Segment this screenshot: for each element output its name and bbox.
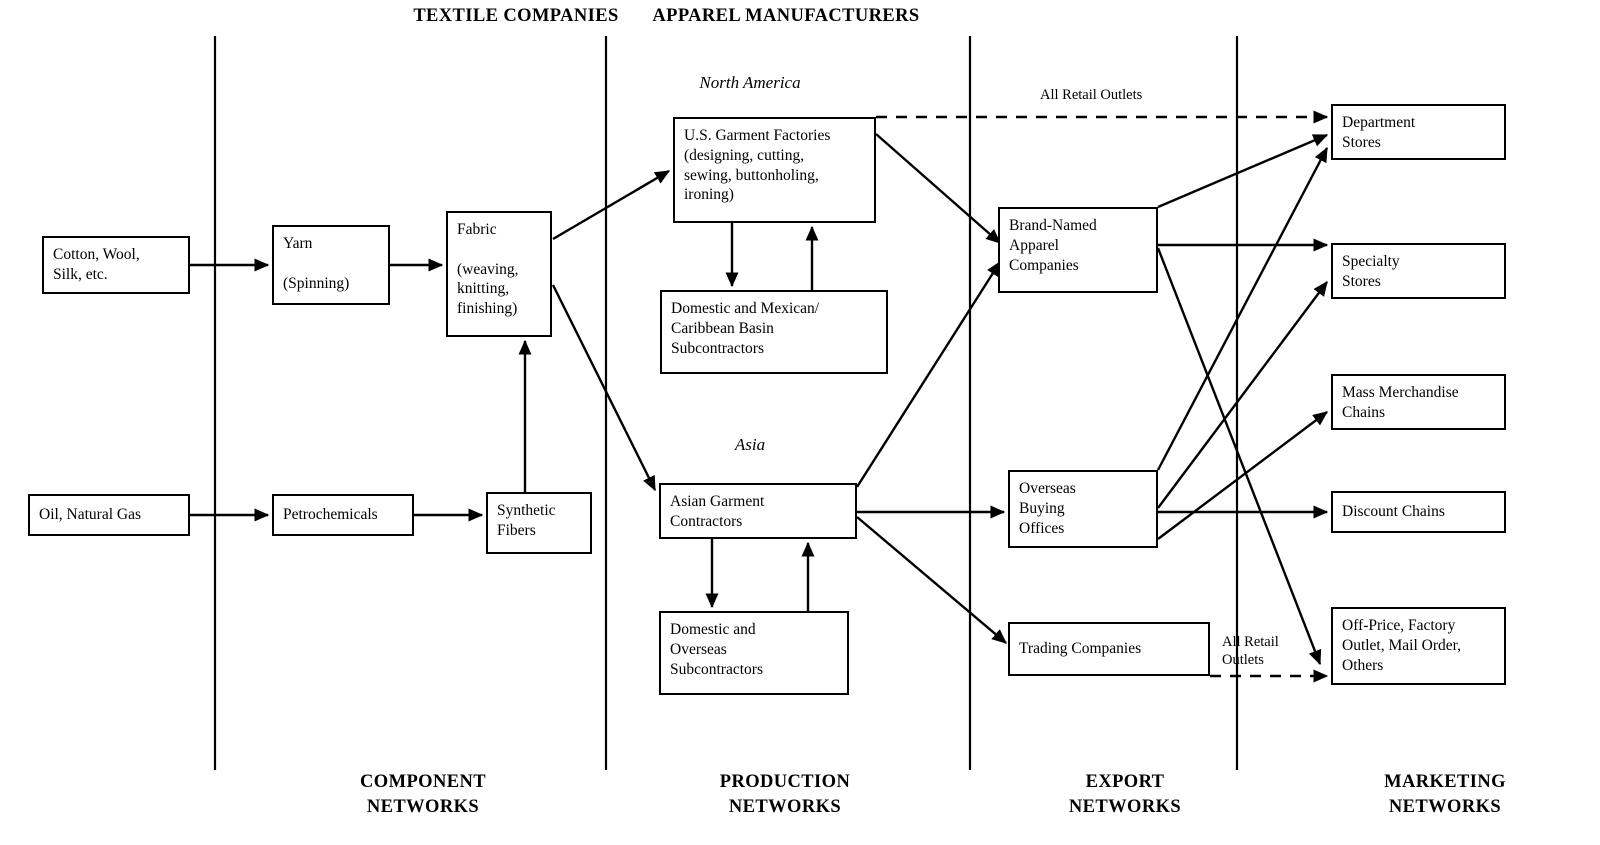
edge-label-all-retail-outlets-bottom: All Retail Outlets	[1222, 634, 1279, 669]
node-yarn-spinning[interactable]: Yarn (Spinning)	[272, 225, 390, 305]
node-fabric[interactable]: Fabric (weaving, knitting, finishing)	[446, 211, 552, 337]
node-mass-merchandise-chains[interactable]: Mass Merchandise Chains	[1331, 374, 1506, 430]
node-label: Trading Companies	[1019, 640, 1142, 657]
node-label: U.S. Garment Factories (designing, cutti…	[684, 127, 831, 204]
node-label: Brand-Named Apparel Companies	[1009, 217, 1097, 274]
node-label: Cotton, Wool, Silk, etc.	[53, 246, 140, 283]
node-oil-natural-gas[interactable]: Oil, Natural Gas	[28, 494, 190, 536]
edge-us-garment-to-brand	[875, 133, 1001, 244]
node-specialty-stores[interactable]: Specialty Stores	[1331, 243, 1506, 299]
node-label: Overseas Buying Offices	[1019, 480, 1076, 537]
node-trading-companies[interactable]: Trading Companies	[1008, 622, 1210, 676]
node-cotton-wool-silk[interactable]: Cotton, Wool, Silk, etc.	[42, 236, 190, 294]
node-label: Yarn (Spinning)	[283, 235, 350, 292]
edge-fabric-to-us-garment	[552, 169, 671, 241]
node-brand-named-apparel-companies[interactable]: Brand-Named Apparel Companies	[998, 207, 1158, 293]
node-label: Mass Merchandise Chains	[1342, 384, 1459, 421]
node-domestic-overseas-subcontractors[interactable]: Domestic and Overseas Subcontractors	[659, 611, 849, 695]
node-department-stores[interactable]: Department Stores	[1331, 104, 1506, 160]
edge-overseas-to-specialty-stores	[1157, 281, 1328, 509]
node-us-garment-factories[interactable]: U.S. Garment Factories (designing, cutti…	[673, 117, 876, 223]
footer-marketing-networks: MARKETING NETWORKS	[1384, 772, 1506, 817]
node-overseas-buying-offices[interactable]: Overseas Buying Offices	[1008, 470, 1158, 548]
region-label-asia: Asia	[734, 435, 766, 454]
edge-fabric-to-asian-garment	[551, 284, 657, 492]
node-discount-chains[interactable]: Discount Chains	[1331, 491, 1506, 533]
header-apparel-manufacturers: APPAREL MANUFACTURERS	[652, 6, 920, 26]
edge-overseas-to-mass-merchandise	[1157, 411, 1328, 540]
node-synthetic-fibers[interactable]: Synthetic Fibers	[486, 492, 592, 554]
edge-asian-to-brand	[855, 260, 1002, 488]
node-label: Petrochemicals	[283, 506, 378, 523]
node-label: Fabric (weaving, knitting, finishing)	[457, 221, 519, 318]
node-asian-garment-contractors[interactable]: Asian Garment Contractors	[659, 483, 857, 539]
node-label: Discount Chains	[1342, 503, 1445, 520]
node-domestic-mexican-caribbean-subcontractors[interactable]: Domestic and Mexican/ Caribbean Basin Su…	[660, 290, 888, 374]
footer-production-networks: PRODUCTION NETWORKS	[719, 772, 851, 817]
edge-label-all-retail-outlets-top: All Retail Outlets	[1040, 87, 1143, 103]
edge-asian-to-trading	[856, 516, 1007, 644]
node-petrochemicals[interactable]: Petrochemicals	[272, 494, 414, 536]
node-label: Synthetic Fibers	[497, 502, 556, 539]
footer-export-networks: EXPORT NETWORKS	[1068, 772, 1182, 817]
node-label: Oil, Natural Gas	[39, 506, 142, 523]
node-label: Domestic and Overseas Subcontractors	[670, 621, 763, 678]
edge-overseas-to-department-stores	[1156, 146, 1329, 471]
node-off-price-factory-outlet[interactable]: Off-Price, Factory Outlet, Mail Order, O…	[1331, 607, 1506, 685]
header-textile-companies: TEXTILE COMPANIES	[413, 6, 619, 26]
region-label-north-america: North America	[699, 73, 801, 92]
node-label: Department Stores	[1342, 114, 1416, 151]
edge-brand-to-department-stores	[1157, 133, 1329, 209]
node-label: Asian Garment Contractors	[670, 493, 765, 530]
footer-component-networks: COMPONENT NETWORKS	[360, 772, 486, 817]
node-label: Off-Price, Factory Outlet, Mail Order, O…	[1342, 617, 1462, 674]
node-label: Specialty Stores	[1342, 253, 1400, 290]
edge-brand-to-off-price	[1156, 247, 1322, 666]
node-label: Domestic and Mexican/ Caribbean Basin Su…	[671, 300, 820, 357]
